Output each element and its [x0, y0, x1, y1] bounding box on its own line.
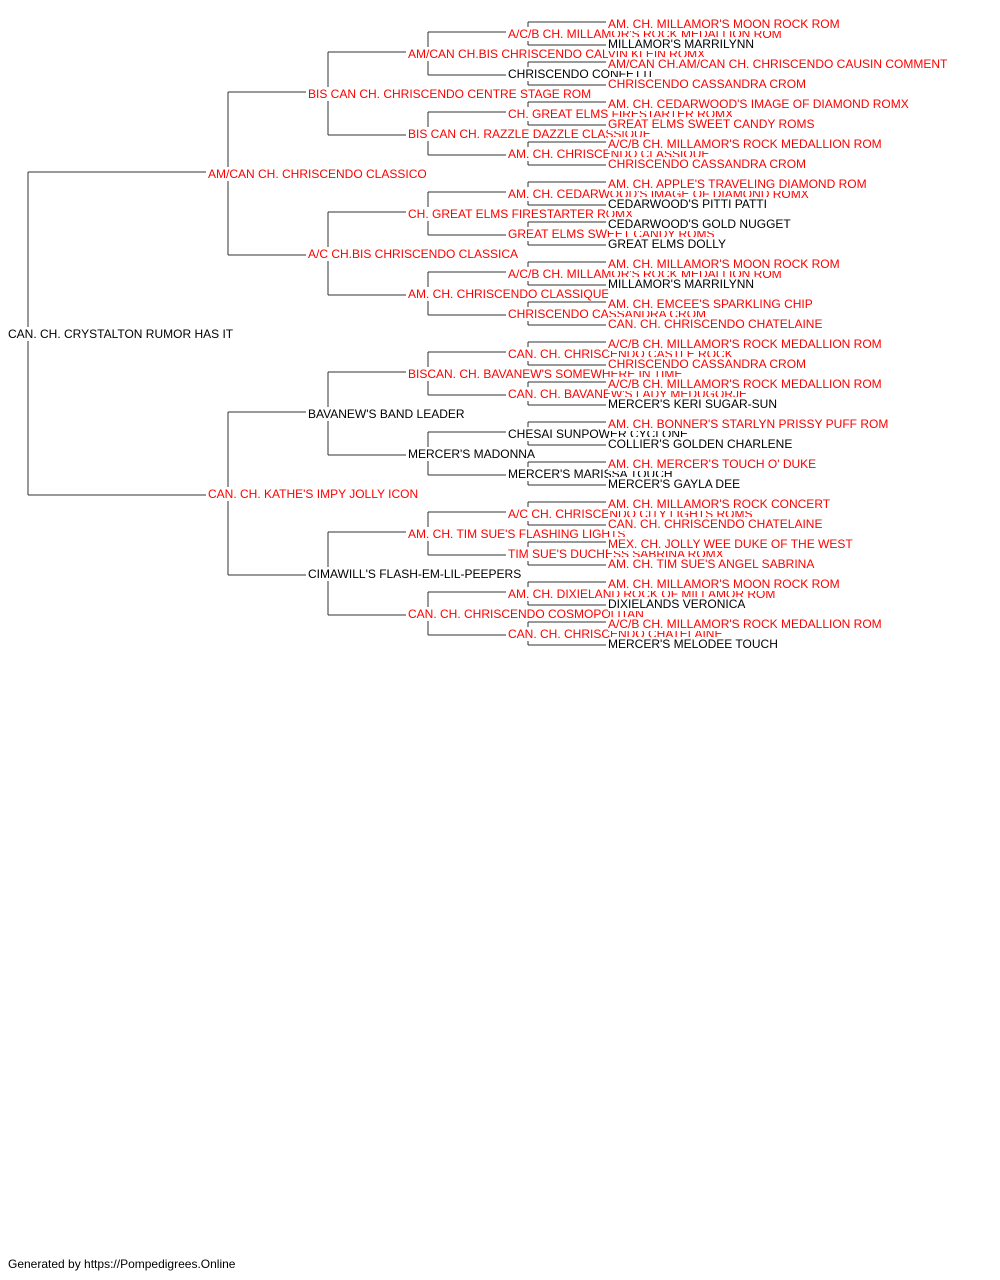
ancestor-name-gen5: MERCER'S MELODEE TOUCH — [608, 637, 780, 651]
ancestor-name-gen5: A/C/B CH. MILLAMOR'S ROCK MEDALLION ROM — [608, 377, 884, 391]
ancestor-name-gen5: CHRISCENDO CASSANDRA CROM — [608, 357, 809, 371]
generated-by-footer: Generated by https://Pompedigrees.Online — [8, 1257, 236, 1271]
ancestor-name-gen3: MERCER'S MADONNA — [408, 447, 537, 461]
ancestor-name-gen5: AM. CH. APPLE'S TRAVELING DIAMOND ROM — [608, 177, 869, 191]
ancestor-name-gen5: AM. CH. BONNER'S STARLYN PRISSY PUFF ROM — [608, 417, 891, 431]
ancestor-name-gen2: BAVANEW'S BAND LEADER — [308, 407, 467, 421]
ancestor-name-gen5: A/C/B CH. MILLAMOR'S ROCK MEDALLION ROM — [608, 337, 884, 351]
subject-dog-name: CAN. CH. CRYSTALTON RUMOR HAS IT — [8, 327, 236, 341]
ancestor-name-gen5: AM. CH. MERCER'S TOUCH O' DUKE — [608, 457, 819, 471]
ancestor-name-gen3: AM. CH. TIM SUE'S FLASHING LIGHTS — [408, 527, 628, 541]
ancestor-name-gen5: MERCER'S GAYLA DEE — [608, 477, 743, 491]
ancestor-name-gen5: MILLAMOR'S MARRILYNN — [608, 277, 757, 291]
ancestor-name-gen2: CIMAWILL'S FLASH-EM-LIL-PEEPERS — [308, 567, 524, 581]
ancestor-name-gen5: DIXIELANDS VERONICA — [608, 597, 748, 611]
ancestor-name-gen5: AM. CH. MILLAMOR'S MOON ROCK ROM — [608, 577, 842, 591]
ancestor-name-gen5: AM. CH. TIM SUE'S ANGEL SABRINA — [608, 557, 817, 571]
ancestor-name-gen5: CEDARWOOD'S GOLD NUGGET — [608, 217, 793, 231]
ancestor-name-gen5: AM/CAN CH.AM/CAN CH. CHRISCENDO CAUSIN C… — [608, 57, 950, 71]
ancestor-name-gen5: CHRISCENDO CASSANDRA CROM — [608, 157, 809, 171]
ancestor-name-gen5: A/C/B CH. MILLAMOR'S ROCK MEDALLION ROM — [608, 617, 884, 631]
ancestor-name-gen5: MEX. CH. JOLLY WEE DUKE OF THE WEST — [608, 537, 855, 551]
ancestor-name-gen5: A/C/B CH. MILLAMOR'S ROCK MEDALLION ROM — [608, 137, 884, 151]
ancestor-name-gen5: CHRISCENDO CASSANDRA CROM — [608, 77, 809, 91]
ancestor-name-gen5: CAN. CH. CHRISCENDO CHATELAINE — [608, 517, 825, 531]
ancestor-name-gen5: GREAT ELMS SWEET CANDY ROMS — [608, 117, 817, 131]
ancestor-name-gen5: AM. CH. EMCEE'S SPARKLING CHIP — [608, 297, 815, 311]
ancestor-name-gen5: GREAT ELMS DOLLY — [608, 237, 729, 251]
ancestor-name-gen1: CAN. CH. KATHE'S IMPY JOLLY ICON — [208, 487, 421, 501]
ancestor-name-gen2: A/C CH.BIS CHRISCENDO CLASSICA — [308, 247, 521, 261]
ancestor-name-gen5: COLLIER'S GOLDEN CHARLENE — [608, 437, 795, 451]
ancestor-name-gen5: AM. CH. CEDARWOOD'S IMAGE OF DIAMOND ROM… — [608, 97, 911, 111]
ancestor-name-gen3: CAN. CH. CHRISCENDO COSMOPOLITAN — [408, 607, 646, 621]
ancestor-name-gen3: CH. GREAT ELMS FIRESTARTER ROMX — [408, 207, 636, 221]
ancestor-name-gen1: AM/CAN CH. CHRISCENDO CLASSICO — [208, 167, 429, 181]
ancestor-name-gen3: BIS CAN CH. RAZZLE DAZZLE CLASSIQUE — [408, 127, 653, 141]
ancestor-name-gen5: CEDARWOOD'S PITTI PATTI — [608, 197, 769, 211]
ancestor-name-gen5: MILLAMOR'S MARRILYNN — [608, 37, 757, 51]
ancestor-name-gen3: AM. CH. CHRISCENDO CLASSIQUE — [408, 287, 612, 301]
ancestor-name-gen2: BIS CAN CH. CHRISCENDO CENTRE STAGE ROM — [308, 87, 594, 101]
ancestor-name-gen5: CAN. CH. CHRISCENDO CHATELAINE — [608, 317, 825, 331]
ancestor-name-gen5: AM. CH. MILLAMOR'S ROCK CONCERT — [608, 497, 833, 511]
ancestor-name-gen5: AM. CH. MILLAMOR'S MOON ROCK ROM — [608, 17, 842, 31]
ancestor-name-gen5: AM. CH. MILLAMOR'S MOON ROCK ROM — [608, 257, 842, 271]
ancestor-name-gen5: MERCER'S KERI SUGAR-SUN — [608, 397, 779, 411]
